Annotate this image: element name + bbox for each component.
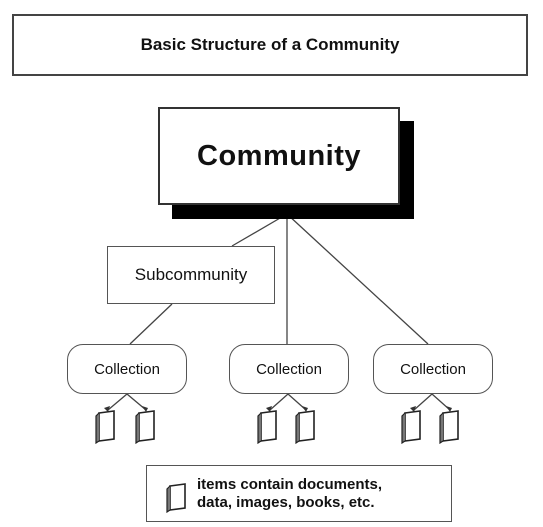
connector-collection-2-items (269, 393, 307, 411)
connector-community-collection-3 (286, 213, 429, 345)
community-label: Community (197, 139, 361, 172)
connector-collection-1-items (107, 393, 147, 411)
collection-node-3: Collection (373, 344, 493, 394)
connector-subcommunity-collection-1 (129, 303, 173, 345)
document-icon (135, 410, 155, 444)
collection-label: Collection (256, 360, 322, 378)
diagram-title-box: Basic Structure of a Community (12, 14, 528, 76)
document-icon (439, 410, 459, 444)
document-icon (401, 410, 421, 444)
legend-box: items contain documents, data, images, b… (146, 465, 452, 522)
collection-label: Collection (400, 360, 466, 378)
collection-node-1: Collection (67, 344, 187, 394)
connector-collection-3-items (413, 393, 451, 411)
document-icon (295, 410, 315, 444)
subcommunity-node: Subcommunity (107, 246, 275, 304)
connector-community-subcommunity (231, 213, 288, 247)
diagram-title: Basic Structure of a Community (140, 35, 400, 54)
collection-node-2: Collection (229, 344, 349, 394)
document-icon (257, 410, 277, 444)
subcommunity-label: Subcommunity (134, 265, 248, 284)
document-icon (166, 483, 186, 513)
community-node: Community (158, 107, 400, 205)
document-icon (95, 410, 115, 444)
collection-label: Collection (94, 360, 160, 378)
legend-text: items contain documents, data, images, b… (197, 476, 383, 511)
